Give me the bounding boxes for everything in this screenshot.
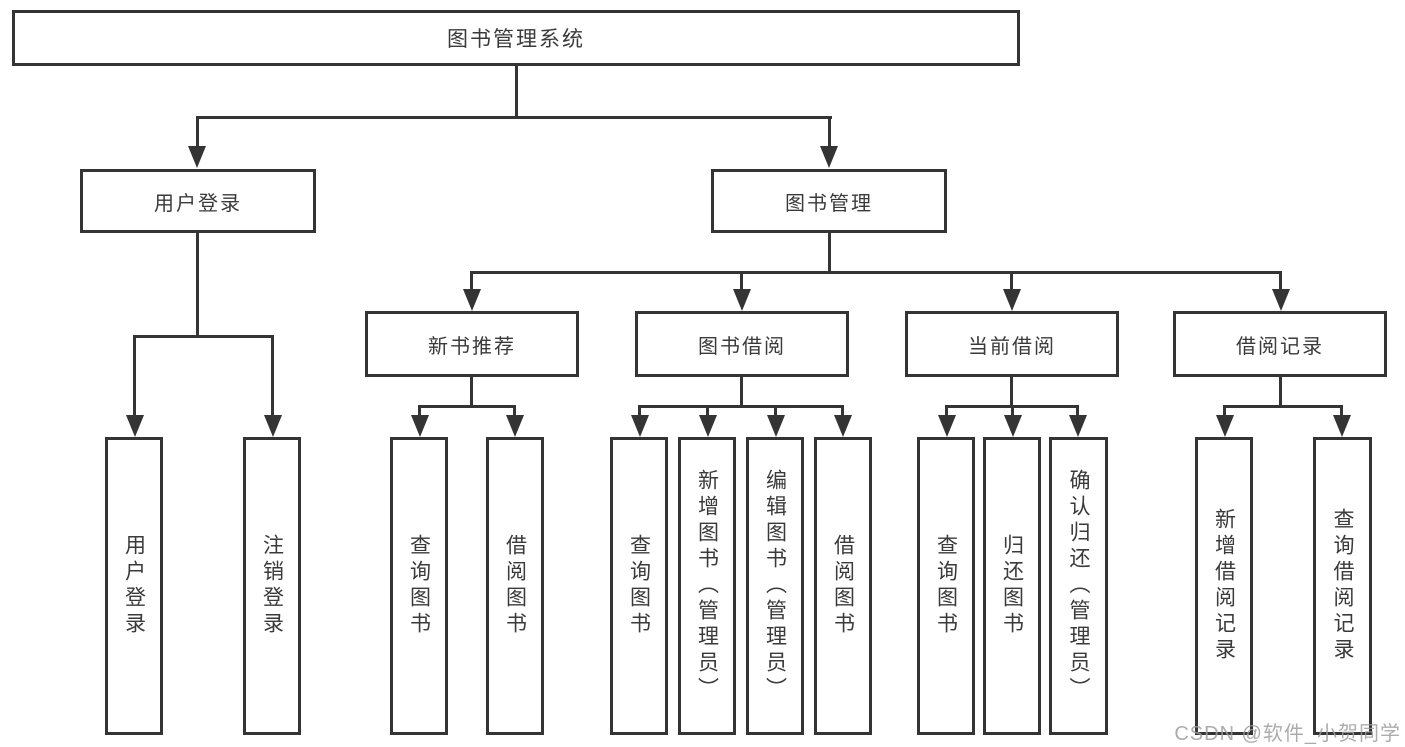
- leaf-user-login: 用户登录: [105, 437, 163, 735]
- node-root-label: 图书管理系统: [447, 28, 585, 51]
- connector-bookmgmt-stem: [828, 233, 831, 273]
- arrowhead-record-leaf1: [1216, 415, 1234, 437]
- node-book-management-label: 图书管理: [785, 192, 873, 215]
- connector-drop-current: [1010, 271, 1013, 290]
- connector-drop-borrow-leaf3: [774, 405, 777, 417]
- connector-borrow-branch: [638, 405, 843, 408]
- leaf-current-query-books-label: 查询图书: [934, 534, 958, 638]
- leaf-record-query-borrow-record-label: 查询借阅记录: [1331, 508, 1355, 664]
- connector-drop-current-leaf1: [945, 405, 948, 417]
- arrowhead-borrow-leaf1: [631, 415, 649, 437]
- leaf-user-login-label: 用户登录: [122, 534, 146, 638]
- leaf-current-confirm-return-admin-label: 确认归还（管理员）: [1067, 469, 1091, 703]
- connector-current-stem: [1010, 377, 1013, 407]
- arrowhead-current-leaf3: [1069, 415, 1087, 437]
- connector-borrow-stem: [740, 377, 743, 407]
- arrowhead-borrow-leaf3: [767, 415, 785, 437]
- leaf-borrow-borrow-books: 借阅图书: [814, 437, 872, 735]
- arrowhead-book-mgmt: [820, 146, 838, 168]
- connector-drop-book-mgmt: [828, 116, 831, 147]
- node-book-borrowing-label: 图书借阅: [698, 335, 786, 358]
- leaf-borrow-edit-books-admin: 编辑图书（管理员）: [746, 437, 804, 735]
- leaf-current-return-books-label: 归还图书: [1000, 534, 1024, 638]
- connector-root-stem: [515, 66, 518, 116]
- arrowhead-borrow-leaf4: [834, 415, 852, 437]
- arrowhead-record-leaf2: [1333, 415, 1351, 437]
- leaf-borrow-borrow-books-label: 借阅图书: [831, 534, 855, 638]
- connector-drop-record: [1279, 271, 1282, 290]
- arrowhead-user-login: [188, 146, 206, 168]
- connector-drop-borrow-leaf4: [841, 405, 844, 417]
- connector-drop-newbook-leaf2: [513, 405, 516, 417]
- connector-userlogin-branch: [133, 335, 274, 338]
- arrowhead-current: [1003, 289, 1021, 311]
- leaf-current-confirm-return-admin: 确认归还（管理员）: [1049, 437, 1108, 735]
- leaf-record-query-borrow-record: 查询借阅记录: [1313, 437, 1372, 735]
- connector-newbook-stem: [470, 377, 473, 407]
- arrowhead-current-leaf2: [1004, 415, 1022, 437]
- arrowhead-newbook-leaf2: [506, 415, 524, 437]
- leaf-newbook-borrow-books-label: 借阅图书: [503, 534, 527, 638]
- csdn-watermark: CSDN @软件_小贺同学: [1174, 723, 1401, 745]
- node-new-book-recommend-label: 新书推荐: [428, 335, 516, 358]
- leaf-current-return-books: 归还图书: [983, 437, 1041, 735]
- arrowhead-login-leaf: [126, 415, 144, 437]
- leaf-newbook-query-books-label: 查询图书: [407, 534, 431, 638]
- connector-drop-borrow-leaf1: [638, 405, 641, 417]
- leaf-borrow-query-books-label: 查询图书: [627, 534, 651, 638]
- arrowhead-current-leaf1: [938, 415, 956, 437]
- node-user-login: 用户登录: [80, 169, 316, 233]
- leaf-borrow-edit-books-admin-label: 编辑图书（管理员）: [763, 469, 787, 703]
- connector-drop-newbook: [470, 271, 473, 290]
- connector-drop-login-leaf: [133, 335, 136, 417]
- arrowhead-newbook: [463, 289, 481, 311]
- connector-drop-borrow: [740, 271, 743, 290]
- leaf-logout-label: 注销登录: [260, 534, 284, 638]
- node-borrowing-records: 借阅记录: [1173, 311, 1387, 377]
- arrowhead-newbook-leaf1: [411, 415, 429, 437]
- connector-drop-record-leaf1: [1223, 405, 1226, 417]
- connector-drop-current-leaf2: [1011, 405, 1014, 417]
- connector-drop-logout-leaf: [271, 335, 274, 417]
- leaf-record-add-borrow-record-label: 新增借阅记录: [1212, 508, 1236, 664]
- connector-root-branch: [196, 116, 832, 119]
- arrowhead-borrow: [733, 289, 751, 311]
- connector-drop-borrow-leaf2: [706, 405, 709, 417]
- node-book-management: 图书管理: [711, 169, 947, 233]
- node-borrowing-records-label: 借阅记录: [1236, 335, 1324, 358]
- connector-bookmgmt-branch: [470, 271, 1282, 274]
- leaf-record-add-borrow-record: 新增借阅记录: [1195, 437, 1253, 735]
- arrowhead-logout-leaf: [264, 415, 282, 437]
- leaf-logout: 注销登录: [243, 437, 301, 735]
- arrowhead-record: [1272, 289, 1290, 311]
- connector-userlogin-stem: [196, 233, 199, 337]
- arrowhead-borrow-leaf2: [699, 415, 717, 437]
- node-current-borrowing: 当前借阅: [905, 311, 1119, 377]
- leaf-current-query-books: 查询图书: [917, 437, 975, 735]
- leaf-newbook-query-books: 查询图书: [390, 437, 448, 735]
- node-user-login-label: 用户登录: [154, 192, 242, 215]
- node-current-borrowing-label: 当前借阅: [968, 335, 1056, 358]
- connector-drop-newbook-leaf1: [418, 405, 421, 417]
- leaf-borrow-add-books-admin-label: 新增图书（管理员）: [695, 469, 719, 703]
- node-root: 图书管理系统: [12, 10, 1020, 66]
- connector-drop-user-login: [196, 116, 199, 147]
- node-book-borrowing: 图书借阅: [635, 311, 849, 377]
- node-new-book-recommend: 新书推荐: [365, 311, 579, 377]
- connector-drop-record-leaf2: [1340, 405, 1343, 417]
- connector-drop-current-leaf3: [1076, 405, 1079, 417]
- connector-record-branch: [1223, 405, 1342, 408]
- leaf-borrow-query-books: 查询图书: [610, 437, 668, 735]
- leaf-newbook-borrow-books: 借阅图书: [486, 437, 544, 735]
- leaf-borrow-add-books-admin: 新增图书（管理员）: [678, 437, 736, 735]
- connector-record-stem: [1279, 377, 1282, 407]
- connector-newbook-branch: [418, 405, 516, 408]
